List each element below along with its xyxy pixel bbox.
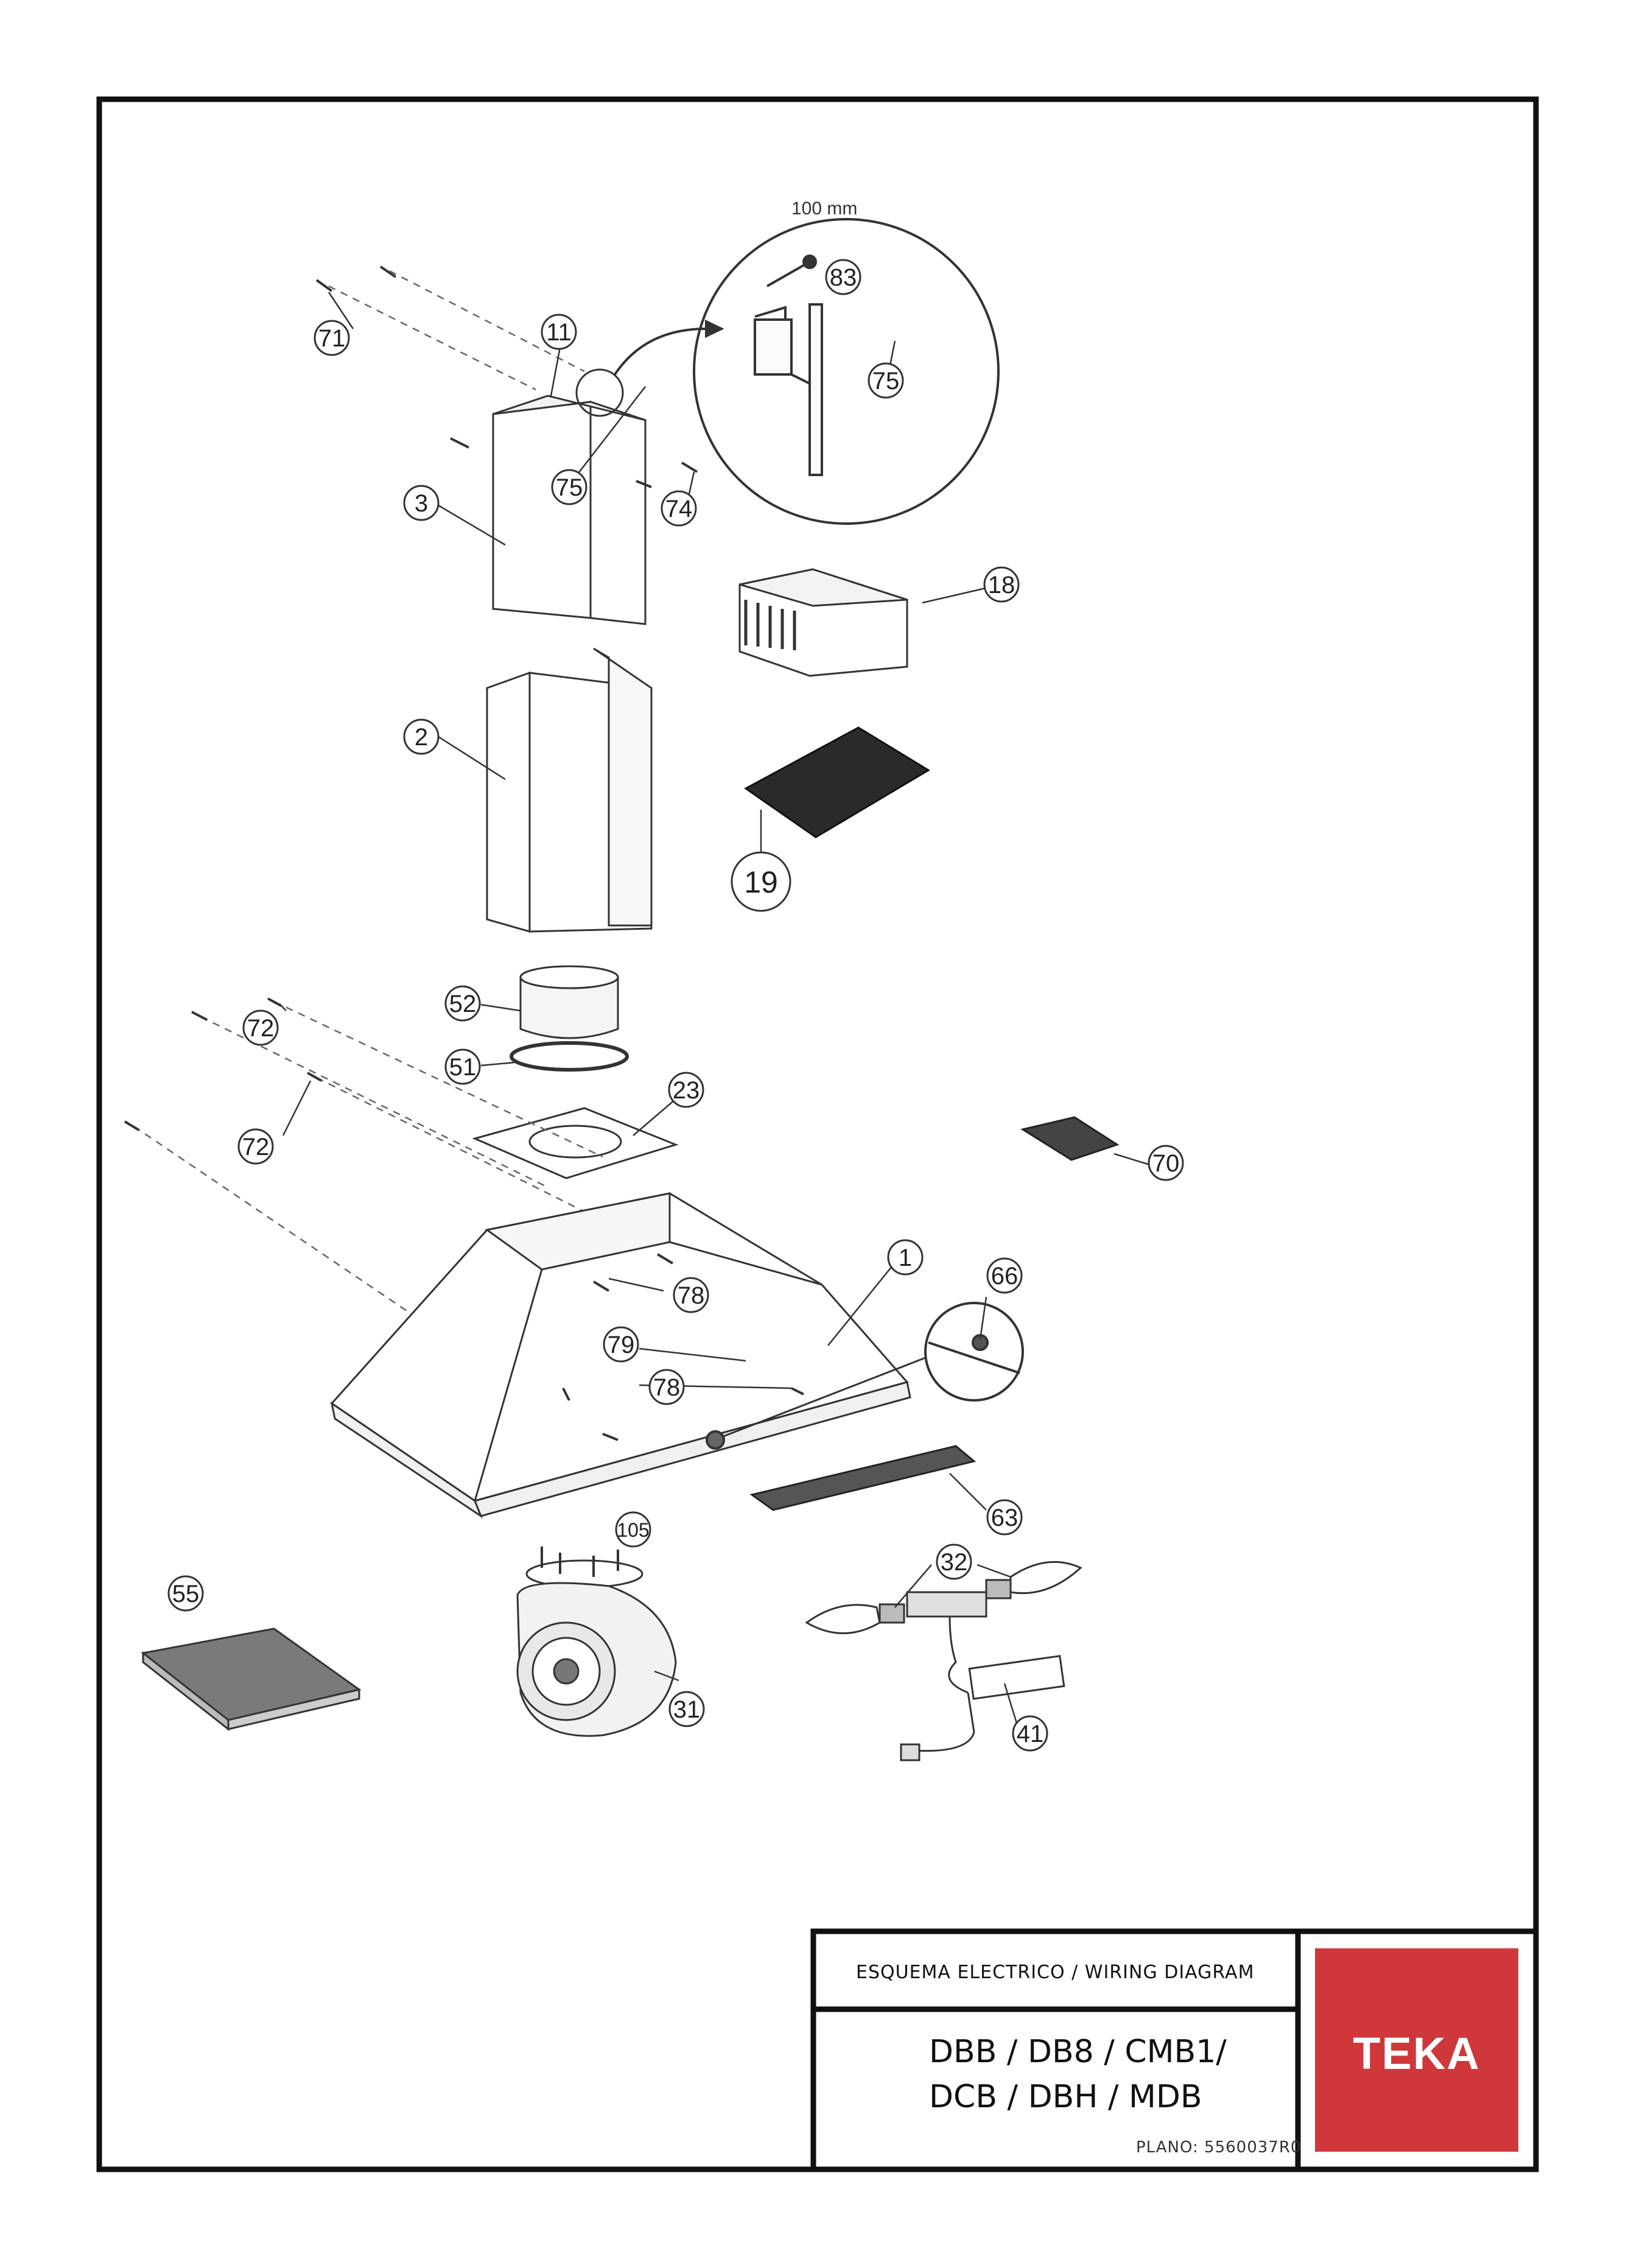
- screws-71: [315, 265, 698, 488]
- svg-text:55: 55: [172, 1581, 200, 1607]
- callout-75-detail: 75: [868, 362, 904, 399]
- callout-83: 83: [825, 259, 861, 295]
- svg-text:72: 72: [247, 1015, 275, 1042]
- svg-text:79: 79: [608, 1332, 635, 1358]
- clip-detail-small: [575, 368, 624, 417]
- ring-part-51: [510, 1041, 629, 1072]
- callout-55: 55: [167, 1575, 204, 1612]
- svg-text:1: 1: [899, 1245, 912, 1271]
- svg-text:18: 18: [988, 572, 1015, 599]
- grille-strip-part-63: [749, 1445, 977, 1511]
- svg-text:75: 75: [872, 368, 900, 395]
- callout-23: 23: [668, 1072, 704, 1108]
- svg-text:78: 78: [653, 1374, 681, 1401]
- svg-text:11: 11: [546, 319, 572, 346]
- callout-32: 32: [936, 1543, 972, 1580]
- collar-part-52: [519, 965, 619, 1039]
- svg-text:71: 71: [318, 325, 346, 352]
- callout-72-lower: 72: [237, 1128, 274, 1165]
- svg-text:31: 31: [673, 1696, 701, 1723]
- callout-70: 70: [1148, 1145, 1184, 1181]
- svg-text:3: 3: [415, 490, 428, 517]
- svg-text:23: 23: [673, 1077, 700, 1104]
- screws-72: [124, 997, 322, 1131]
- metal-filter-part-55: [141, 1627, 362, 1732]
- lower-chimney-part-2: [486, 647, 653, 933]
- callout-41: 41: [1012, 1715, 1048, 1752]
- callout-19: 19: [731, 851, 791, 912]
- svg-text:78: 78: [678, 1282, 705, 1309]
- callout-1: 1: [887, 1239, 924, 1276]
- svg-text:72: 72: [242, 1134, 270, 1160]
- svg-text:52: 52: [449, 991, 477, 1017]
- callouts: 71 11 83 75 75 74 3 18 2 19 52 51 72 72 …: [167, 259, 1184, 1752]
- callout-63: 63: [986, 1499, 1023, 1536]
- title-block-label: ESQUEMA ELECTRICO / WIRING DIAGRAM: [856, 1962, 1255, 1983]
- box-part-18: [738, 568, 908, 677]
- callout-52: 52: [444, 985, 481, 1022]
- charcoal-filter-part-19: [744, 726, 930, 838]
- connector-part-41: [968, 1655, 1065, 1700]
- svg-text:74: 74: [665, 496, 693, 522]
- callout-78-upper: 78: [673, 1277, 709, 1313]
- grease-filter-part-70: [1020, 1116, 1120, 1161]
- callout-18: 18: [983, 566, 1020, 603]
- drawing-number: PLANO: 5560037R0: [1136, 2138, 1302, 2157]
- callout-3: 3: [403, 485, 440, 521]
- callout-31: 31: [668, 1691, 705, 1727]
- lamp-holder-wiring: [913, 1616, 975, 1752]
- callout-71: 71: [314, 320, 350, 356]
- model-list-line-2: DCB / DBH / MDB: [929, 2079, 1202, 2115]
- plug-connector: [900, 1743, 920, 1761]
- upper-chimney-part-3: [492, 395, 647, 625]
- detail-magnifier-circle: [614, 218, 1000, 525]
- svg-text:105: 105: [617, 1519, 649, 1541]
- callout-75: 75: [551, 469, 587, 505]
- svg-text:70: 70: [1152, 1150, 1180, 1177]
- callout-72-upper: 72: [242, 1009, 279, 1046]
- callout-2: 2: [403, 718, 440, 755]
- callout-66: 66: [986, 1257, 1023, 1294]
- screws-78-79: [562, 1253, 804, 1441]
- callout-78-lower: 78: [648, 1369, 685, 1405]
- model-list-line-1: DBB / DB8 / CMB1/: [929, 2034, 1227, 2070]
- screw-guide-lines-top: [328, 270, 585, 391]
- svg-text:19: 19: [744, 865, 778, 899]
- motor-fan-part-31: [516, 1559, 677, 1737]
- svg-text:66: 66: [991, 1263, 1019, 1290]
- teka-logo-text: TEKA: [1353, 2028, 1481, 2079]
- teka-logo: TEKA: [1315, 1948, 1518, 2152]
- svg-text:63: 63: [991, 1504, 1019, 1531]
- lamps-part-32: [805, 1561, 1082, 1634]
- svg-text:75: 75: [556, 474, 583, 501]
- svg-text:32: 32: [941, 1549, 968, 1576]
- title-block: [810, 1928, 1539, 2172]
- callout-79: 79: [603, 1326, 639, 1363]
- callout-11: 11: [541, 314, 577, 350]
- leader-lines: [279, 292, 1154, 1724]
- svg-text:51: 51: [449, 1054, 477, 1081]
- plate-part-23: [472, 1107, 679, 1179]
- svg-text:2: 2: [415, 724, 428, 751]
- dimension-label: 100 mm: [791, 198, 857, 219]
- callout-105: 105: [615, 1511, 651, 1548]
- callout-51: 51: [444, 1048, 481, 1085]
- svg-text:83: 83: [830, 264, 857, 291]
- screws-105: [541, 1547, 619, 1577]
- callout-74: 74: [661, 490, 697, 527]
- switch-detail-circle: [706, 1302, 1024, 1450]
- svg-text:41: 41: [1017, 1721, 1044, 1747]
